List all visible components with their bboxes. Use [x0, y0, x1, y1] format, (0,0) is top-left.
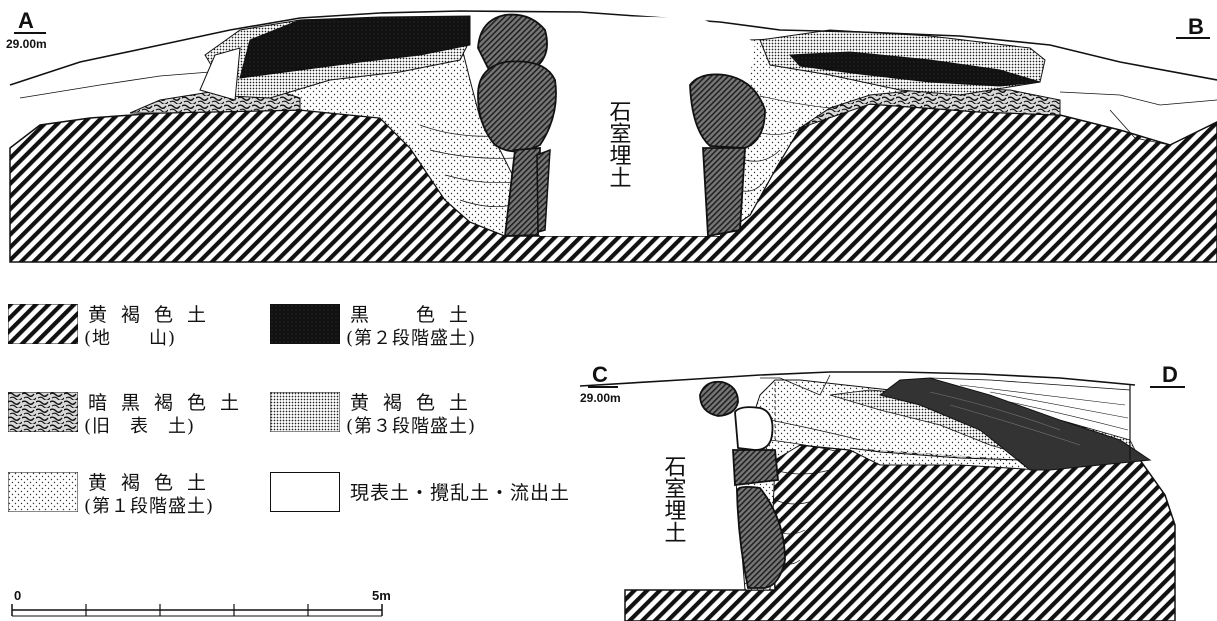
swatch-dense-dots: [270, 392, 340, 432]
legend-label: 黒 色土: [350, 304, 483, 326]
legend-sublabel: (第３段階盛土): [346, 416, 477, 437]
legend-sublabel: (第１段階盛土): [84, 496, 215, 517]
legend-label: 暗黒褐色土: [88, 392, 254, 414]
ab-black-soil-left: [239, 15, 471, 79]
legend-label: 黄褐色土: [88, 304, 221, 326]
cd-stone: [734, 406, 774, 451]
legend-sublabel: (第２段階盛土): [346, 328, 477, 349]
cd-right-label: D: [1162, 362, 1178, 387]
ab-stone: [689, 73, 766, 149]
swatch-hatched: [8, 304, 78, 344]
swatch-mottled: [8, 392, 78, 432]
ab-right-label: B: [1188, 14, 1204, 39]
cd-chamber-label: 石室埋土: [661, 455, 687, 543]
ab-surface-line: [9, 10, 1217, 86]
ab-chamber: [520, 15, 755, 236]
legend-label: 黄褐色土: [88, 472, 221, 494]
swatch-blank: [270, 472, 340, 512]
legend-sublabel: (旧 表 土): [84, 416, 196, 437]
cd-elevation: 29.00m: [580, 391, 621, 405]
swatch-sparse-dots: [8, 472, 78, 512]
section-ab: A 29.00m B 石室埋土: [6, 8, 1217, 263]
cd-left-label: C: [592, 362, 608, 387]
section-cd: C 29.00m D 石室埋土: [579, 362, 1185, 621]
cd-natural-ground: [624, 444, 1176, 621]
legend-label: 現表土・攪乱土・流出土: [350, 482, 571, 504]
legend-sublabel: (地 山): [84, 328, 177, 349]
ab-stone: [702, 147, 746, 238]
cd-stone: [732, 449, 779, 487]
ab-stone: [477, 60, 557, 153]
cd-stone: [699, 380, 739, 417]
ab-black-soil-right: [788, 51, 1041, 87]
ab-old-surface-right: [799, 87, 1061, 129]
ab-stone: [503, 147, 541, 237]
ab-chamber-label: 石室埋土: [606, 100, 632, 188]
legend-label: 黄褐色土: [350, 392, 483, 414]
ab-left-label: A: [18, 8, 34, 33]
swatch-black: [270, 304, 340, 344]
ab-stone: [536, 148, 551, 233]
scale-bar: 0 5m: [11, 588, 391, 617]
cd-surface-line: [579, 371, 1136, 387]
cd-stone: [736, 485, 786, 589]
ab-elevation: 29.00m: [6, 37, 47, 51]
scale-start-label: 0: [14, 588, 21, 603]
scale-end-label: 5m: [372, 588, 391, 603]
